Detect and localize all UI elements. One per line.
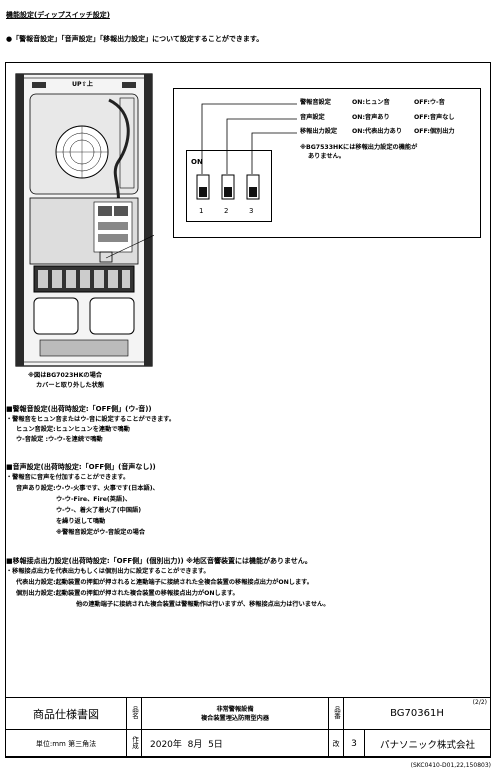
unit-note: 単位:mm 第三角法 [5, 729, 127, 758]
created-date: 2020年 8月 5日 [141, 729, 329, 758]
created-label-cell: 作成 [126, 729, 142, 758]
product-name-2: 複合装置埋込防雨型内器 [200, 714, 270, 722]
section-3-line-4: 他の連動端子に接続された複合装置は警報動作は行いますが、移報接点出力は行いません… [76, 601, 330, 608]
dip-row-3-name: 移報出力設定 [300, 128, 338, 135]
dip-row-2-off: OFF:音声なし [414, 114, 455, 121]
dip-note-2: ありません。 [308, 153, 345, 160]
company-name: パナソニック株式会社 [364, 729, 491, 758]
dip-row-2-name: 音声設定 [300, 114, 325, 121]
switch-number-2: 2 [224, 207, 229, 215]
section-2-line-4: ウ-ウ-、着火了着火了(中国語) [56, 507, 142, 514]
intro-text: ●「警報音設定」「音声設定」「移報出力設定」について設定することができます。 [6, 35, 264, 43]
section-2-line-3: ウ-ウ-Fire、Fire(英語)、 [56, 496, 132, 503]
dip-on-label: ON [191, 158, 203, 166]
dip-switch: ON 1 2 3 [186, 150, 272, 222]
section-1-line-3: ウ-音設定 :ウ-ウ-を連続で鳴動 [16, 436, 103, 443]
section-3-line-1: ・移報接点出力を代表出力もしくは個別出力に設定することができます。 [6, 568, 210, 575]
section-1-heading: ■警報音設定(出荷時設定:「OFF側」(ウ-音)) [6, 405, 152, 413]
dip-note-1: ※BG7533HKには移報出力設定の機能が [300, 144, 418, 151]
dip-leader-lines [201, 103, 297, 174]
section-2-line-2: 音声あり設定:ウ-ウ-火事です、火事です(日本語)、 [16, 485, 159, 492]
switch-number-3: 3 [249, 207, 254, 215]
dip-row-3-on: ON:代表出力あり [352, 128, 403, 135]
created-label: 作成 [130, 736, 139, 749]
section-3-line-3: 個別出力設定:起動装置の押釦が押された複合装置の移報接点出力がONします。 [16, 590, 239, 597]
dip-callout-box [173, 88, 481, 238]
page-title: 機能設定(ディップスイッチ設定) [6, 11, 110, 19]
section-3-heading: ■移報接点出力設定(出荷時設定:「OFF側」(個別出力)) ※地区音響装置には機… [6, 557, 312, 565]
doc-type: 商品仕様書図 [5, 697, 127, 730]
figure-caption-2: カバーと取り外した状態 [36, 382, 105, 389]
dip-row-1-on: ON:ヒュン音 [352, 99, 390, 106]
doc-code: (SKC0410-D01,22,150803) [410, 762, 491, 769]
title-block: 商品仕様書図 品名 非常警報設備 複合装置埋込防雨型内器 品番 BG70361H… [5, 697, 491, 758]
rev-number: 3 [343, 729, 365, 758]
product-number: BG70361H [390, 708, 444, 719]
dip-row-3-off: OFF:個別出力 [414, 128, 455, 135]
section-2-heading: ■音声設定(出荷時設定:「OFF側」(音声なし)) [6, 463, 156, 471]
device-drawing [15, 73, 154, 367]
switch-number-1: 1 [199, 207, 204, 215]
section-2-line-6: ※警報音設定がウ-音設定の場合 [56, 529, 146, 536]
section-2-line-5: を繰り返して鳴動 [56, 518, 106, 525]
section-3-line-2: 代表出力設定:起動装置の押釦が押されると連動端子に接続された全複合装置の移報接点… [16, 579, 313, 586]
number-label: 品番 [332, 706, 341, 719]
dip-row-1-name: 警報音設定 [300, 99, 331, 106]
dip-row-1-off: OFF:ウ-音 [414, 99, 445, 106]
product-name-cell: 非常警報設備 複合装置埋込防雨型内器 [141, 697, 329, 730]
section-1-line-2: ヒュン音設定:ヒュンヒュンを連動で鳴動 [16, 426, 130, 433]
dip-switch-graphic [196, 174, 260, 200]
up-label: UP⇧上 [72, 81, 93, 88]
section-1-line-1: ・警報音をヒュン音またはウ-音に設定することができます。 [6, 416, 176, 423]
number-label-cell: 品番 [328, 697, 344, 730]
section-2-line-1: ・警報音に音声を付加することができます。 [6, 474, 130, 481]
name-label: 品名 [130, 706, 139, 719]
dip-row-2-on: ON:音声あり [352, 114, 390, 121]
product-name-1: 非常警報設備 [216, 705, 254, 713]
page-indicator: (2/2) [472, 699, 487, 706]
name-label-cell: 品名 [126, 697, 142, 730]
figure-caption-1: ※図はBG7023HKの場合 [28, 372, 102, 379]
rev-label: 改 [328, 729, 344, 758]
product-number-cell: BG70361H (2/2) [343, 697, 491, 730]
